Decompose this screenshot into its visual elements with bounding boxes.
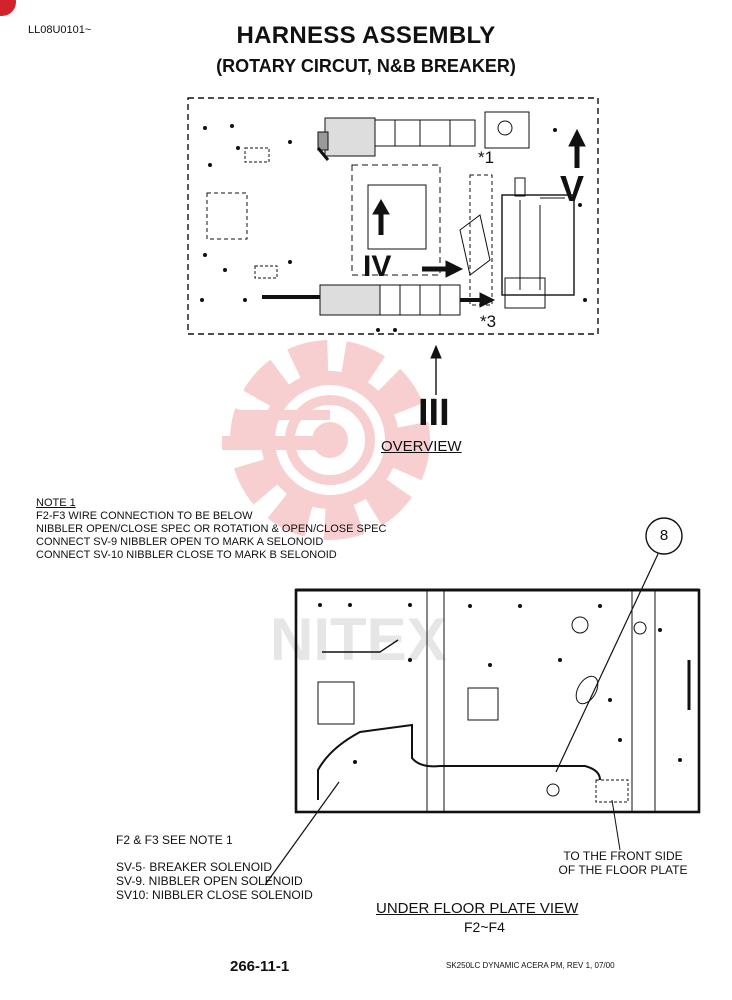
overview-caption: OVERVIEW xyxy=(381,438,462,455)
overview-frame xyxy=(187,97,599,335)
revision-label: SK250LC DYNAMIC ACERA PM, REV 1, 07/00 xyxy=(446,961,615,970)
mark-3-label: *3 xyxy=(480,312,497,331)
document-id: LL08U0101~ xyxy=(28,24,92,36)
page-title: HARNESS ASSEMBLY xyxy=(236,22,496,49)
see-note-label: F2 & F3 SEE NOTE 1 xyxy=(116,833,233,847)
solenoid-item: SV10: NIBBLER CLOSE SOLENOID xyxy=(116,888,313,902)
view-iii-label: III xyxy=(418,392,450,434)
callout-number: 8 xyxy=(659,527,669,544)
note-line: NIBBLER OPEN/CLOSE SPEC OR ROTATION & OP… xyxy=(36,523,387,535)
view-iv-label: IV xyxy=(363,250,392,283)
page-number: 266-11-1 xyxy=(230,958,290,975)
leader-line-left xyxy=(264,781,340,886)
view-v-label: V xyxy=(560,168,585,209)
leader-line-right xyxy=(611,799,621,851)
watermark-gear-logo xyxy=(222,340,430,540)
note-line: F2-F3 WIRE CONNECTION TO BE BELOW xyxy=(36,510,253,522)
callout-8 xyxy=(555,517,683,773)
note-heading: NOTE 1 xyxy=(36,497,76,509)
watermark-text: NITEX xyxy=(270,606,447,673)
overview-drawing xyxy=(187,97,599,335)
floor-view-caption: UNDER FLOOR PLATE VIEW xyxy=(376,900,579,917)
note-block: NOTE 1 F2-F3 WIRE CONNECTION TO BE BELOW… xyxy=(36,497,386,562)
solenoid-item: SV-5· BREAKER SOLENOID xyxy=(116,860,273,874)
solenoid-list: SV-5· BREAKER SOLENOID SV-9. NIBBLER OPE… xyxy=(116,860,313,902)
page-subtitle: (ROTARY CIRCUT, N&B BREAKER) xyxy=(216,56,516,76)
note-line: CONNECT SV-9 NIBBLER OPEN TO MARK A SELO… xyxy=(36,536,324,548)
view-arrows xyxy=(372,128,586,395)
floor-plate-drawing xyxy=(294,588,701,814)
front-side-label: TO THE FRONT SIDE OF THE FLOOR PLATE xyxy=(558,849,688,877)
solenoid-item: SV-9. NIBBLER OPEN SOLENOID xyxy=(116,874,303,888)
floor-view-subcaption: F2~F4 xyxy=(464,919,505,935)
note-line: CONNECT SV-10 NIBBLER CLOSE TO MARK B SE… xyxy=(36,549,337,561)
mark-1-label: *1 xyxy=(478,148,495,167)
